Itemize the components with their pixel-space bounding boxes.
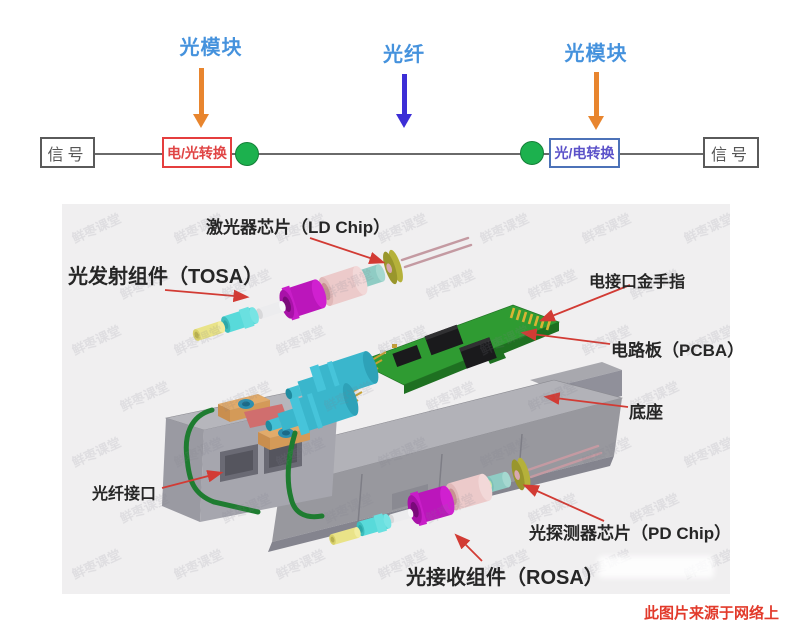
tosa-barrel	[285, 351, 379, 404]
arrow-head	[396, 114, 412, 128]
rosa-barrel	[265, 383, 359, 436]
pcb-board	[357, 304, 560, 394]
label-tosa: 光发射组件（TOSA）	[68, 266, 264, 288]
label-gold-finger: 电接口金手指	[589, 274, 686, 291]
optical-to-electrical-box: 光/电转换	[549, 138, 620, 168]
yellow-ferrule	[329, 527, 361, 545]
image-source-note: 此图片来源于网络上	[644, 605, 780, 622]
osa-barrels	[265, 351, 387, 436]
magenta-sleeve	[279, 279, 327, 321]
pink-sleeve	[318, 266, 368, 306]
leader-lines	[161, 237, 631, 562]
ic-chip	[424, 324, 464, 356]
arrow-shaft	[198, 68, 204, 114]
down-arrow-icon	[193, 68, 209, 128]
ld-chip-leader	[309, 237, 386, 264]
ic-chip	[459, 337, 497, 369]
blurred-watermark-patch	[598, 556, 714, 578]
fiber-connector-dot-left	[235, 142, 259, 166]
pd-pins	[526, 444, 603, 479]
white-ferrule	[256, 300, 286, 320]
down-arrow-icon	[588, 72, 604, 130]
label-ld-chip: 激光器芯片（LD Chip）	[206, 218, 391, 237]
tosa-exploded-assembly	[192, 236, 473, 341]
arrow-shaft	[593, 72, 599, 116]
arrow-shaft	[401, 74, 407, 114]
arrow-head	[588, 116, 604, 130]
pcba-leader	[520, 328, 611, 345]
optical-module-label-left: 光模块	[179, 37, 243, 59]
ld-pins	[400, 236, 473, 269]
ic-chip	[392, 344, 422, 368]
pd-chip-disc	[511, 457, 531, 491]
label-pd-chip: 光探测器芯片（PD Chip）	[529, 524, 732, 543]
label-pcba: 电路板（PCBA）	[611, 341, 745, 360]
label-rosa: 光接收组件（ROSA）	[406, 567, 604, 589]
rosa-exploded-assembly	[329, 444, 603, 545]
label-base: 底座	[629, 403, 663, 422]
exploded-view-panel: 鲜枣课堂鲜枣课堂鲜枣课堂鲜枣课堂鲜枣课堂鲜枣课堂鲜枣课堂鲜枣课堂鲜枣课堂鲜枣课堂…	[62, 204, 730, 594]
tosa-leader	[164, 289, 250, 303]
optical-fiber-label: 光纤	[383, 44, 425, 66]
fiber-port-leader	[161, 470, 224, 489]
yellow-ferrule	[192, 321, 226, 341]
pink-sleeve	[445, 473, 493, 511]
signal-box-left: 信号	[40, 137, 95, 168]
base-leader	[543, 392, 629, 408]
bail-latch-wire	[183, 407, 325, 520]
signal-line	[95, 153, 703, 155]
exploded-view-illustration	[161, 236, 631, 562]
signal-box-right: 信号	[703, 137, 759, 168]
ld-chip-disc	[383, 249, 403, 285]
down-arrow-icon	[396, 74, 412, 128]
fiber-connector-dot-right	[520, 141, 544, 165]
gold-finger-leader	[538, 284, 631, 322]
optical-module-label-right: 光模块	[564, 43, 628, 65]
rosa-leader	[454, 533, 483, 562]
cyan-ferrule	[221, 306, 259, 333]
label-fiber-port: 光纤接口	[92, 486, 157, 503]
arrow-head	[193, 114, 209, 128]
electrical-to-optical-box: 电/光转换	[162, 137, 232, 168]
pd-chip-leader	[522, 484, 605, 522]
